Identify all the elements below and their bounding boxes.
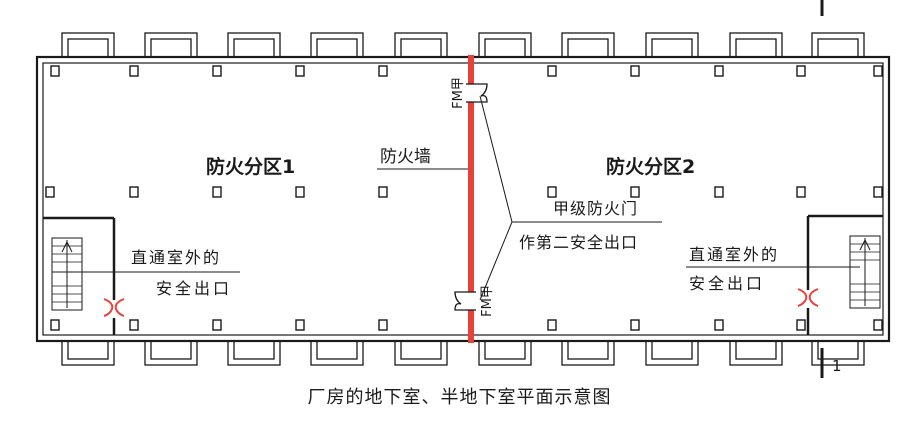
column: [630, 186, 640, 198]
window-bay-bottom: [478, 340, 532, 366]
column: [50, 319, 60, 331]
window-bay-top: [394, 32, 448, 58]
column: [873, 186, 883, 198]
column: [547, 65, 557, 77]
column: [212, 65, 222, 77]
column: [547, 319, 557, 331]
column: [796, 186, 806, 198]
window-bay-bottom: [729, 340, 783, 366]
column: [378, 319, 388, 331]
diagram-caption: 厂房的地下室、半地下室平面示意图: [307, 387, 612, 408]
stair-right: [806, 214, 883, 335]
exit-left-label-line2: 安全出口: [156, 279, 232, 298]
fire-door-top-icon: [466, 83, 488, 103]
window-bay-top: [227, 32, 281, 58]
window-bay-top: [729, 32, 783, 58]
exit-left-label-line1: 直通室外的: [131, 248, 221, 267]
stair-left: [43, 216, 116, 335]
window-bay-bottom: [394, 340, 448, 366]
window-bay-top: [61, 32, 115, 58]
column: [714, 319, 724, 331]
window-bay-bottom: [227, 340, 281, 366]
column: [796, 319, 806, 331]
column: [873, 65, 883, 77]
fire-door-bottom-icon: [454, 291, 476, 311]
column: [378, 65, 388, 77]
window-bay-bottom: [144, 340, 198, 366]
fire-door-label-line1: 甲级防火门: [553, 199, 638, 218]
window-bays-top: [61, 32, 865, 58]
fire-door-label-line2: 作第二安全出口: [519, 233, 638, 252]
column: [630, 65, 640, 77]
column: [630, 319, 640, 331]
column: [714, 65, 724, 77]
window-bay-bottom: [561, 340, 615, 366]
door-code-top: FM甲: [451, 77, 466, 109]
column: [212, 186, 222, 198]
exit-right-label-line2: 安全出口: [689, 274, 765, 293]
window-bay-bottom: [645, 340, 699, 366]
column: [129, 186, 139, 198]
column: [796, 65, 806, 77]
window-bay-bottom: [310, 340, 364, 366]
exit-right-label-line1: 直通室外的: [689, 245, 779, 264]
window-bay-top: [645, 32, 699, 58]
leader-lines: [52, 95, 860, 301]
column: [295, 186, 305, 198]
section-mark-bottom: 1: [820, 348, 842, 378]
window-bays-bottom: [61, 340, 865, 366]
door-code-bottom: FM甲: [480, 285, 495, 317]
column: [295, 319, 305, 331]
window-bay-top: [811, 32, 865, 58]
column: [212, 319, 222, 331]
column: [50, 65, 60, 77]
window-bay-top: [144, 32, 198, 58]
zone-2-label: 防火分区2: [606, 155, 695, 178]
column: [129, 319, 139, 331]
column: [873, 319, 883, 331]
column: [547, 186, 557, 198]
firewall-label: 防火墙: [380, 147, 431, 167]
column: [378, 186, 388, 198]
window-bay-top: [561, 32, 615, 58]
stair-right-door-icon: [797, 288, 819, 307]
exterior-wall: [35, 55, 891, 343]
section-mark-label: 1: [832, 357, 842, 375]
column: [714, 186, 724, 198]
column: [45, 186, 55, 198]
structural-columns: [45, 65, 883, 331]
zone-1-label: 防火分区1: [206, 155, 295, 178]
column: [129, 65, 139, 77]
window-bay-top: [310, 32, 364, 58]
stair-left-door-icon: [103, 298, 125, 317]
window-bay-bottom: [61, 340, 115, 366]
column: [295, 65, 305, 77]
window-bay-top: [478, 32, 532, 58]
